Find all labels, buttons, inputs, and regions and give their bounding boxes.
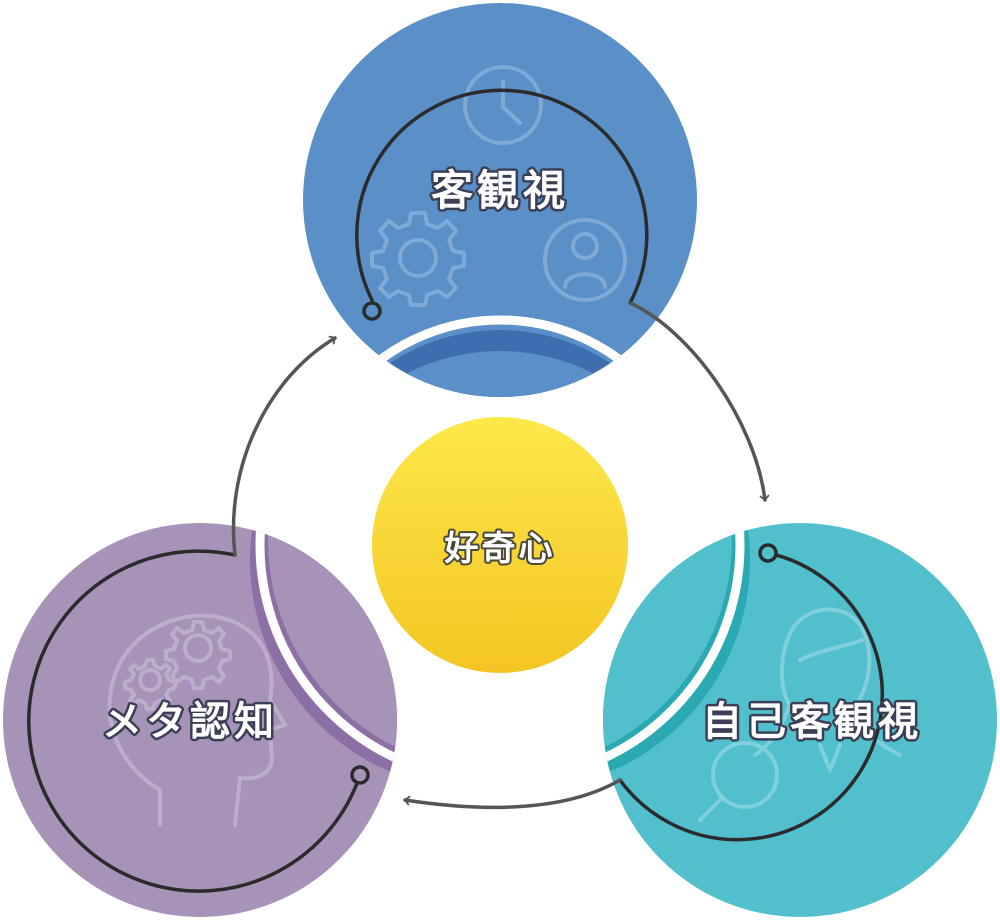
person-icon — [543, 218, 627, 302]
orbit-endpoint-right — [758, 543, 778, 563]
gear-icon — [370, 211, 466, 307]
head-gears-icon — [107, 613, 287, 827]
node-objective-view-label: 客観視 — [431, 166, 569, 215]
node-curiosity-label: 好奇心 — [444, 529, 556, 569]
head-silhouette-icon — [753, 607, 902, 772]
orbit-line-left — [27, 549, 362, 893]
orbit-endpoint-left — [350, 765, 370, 785]
node-curiosity-circle — [372, 417, 628, 673]
node-objective-view: 客観視 — [303, 3, 697, 397]
orbit-endpoint-top — [362, 301, 382, 321]
orbit-line-top — [355, 88, 649, 305]
arrow-meta-to-objective — [231, 335, 337, 557]
node-curiosity: 好奇心 — [372, 417, 628, 673]
node-self-objective-view-label: 自己客観視 — [702, 699, 922, 745]
arrow-objective-to-self — [628, 301, 770, 502]
node-metacognition-label: メタ認知 — [102, 699, 278, 745]
magnifier-icon — [698, 741, 779, 822]
node-metacognition: メタ認知 — [3, 523, 397, 917]
node-self-objective-view: 自己客観視 — [603, 523, 997, 917]
arrow-self-to-meta — [403, 778, 622, 810]
orbit-line-right — [618, 551, 884, 842]
